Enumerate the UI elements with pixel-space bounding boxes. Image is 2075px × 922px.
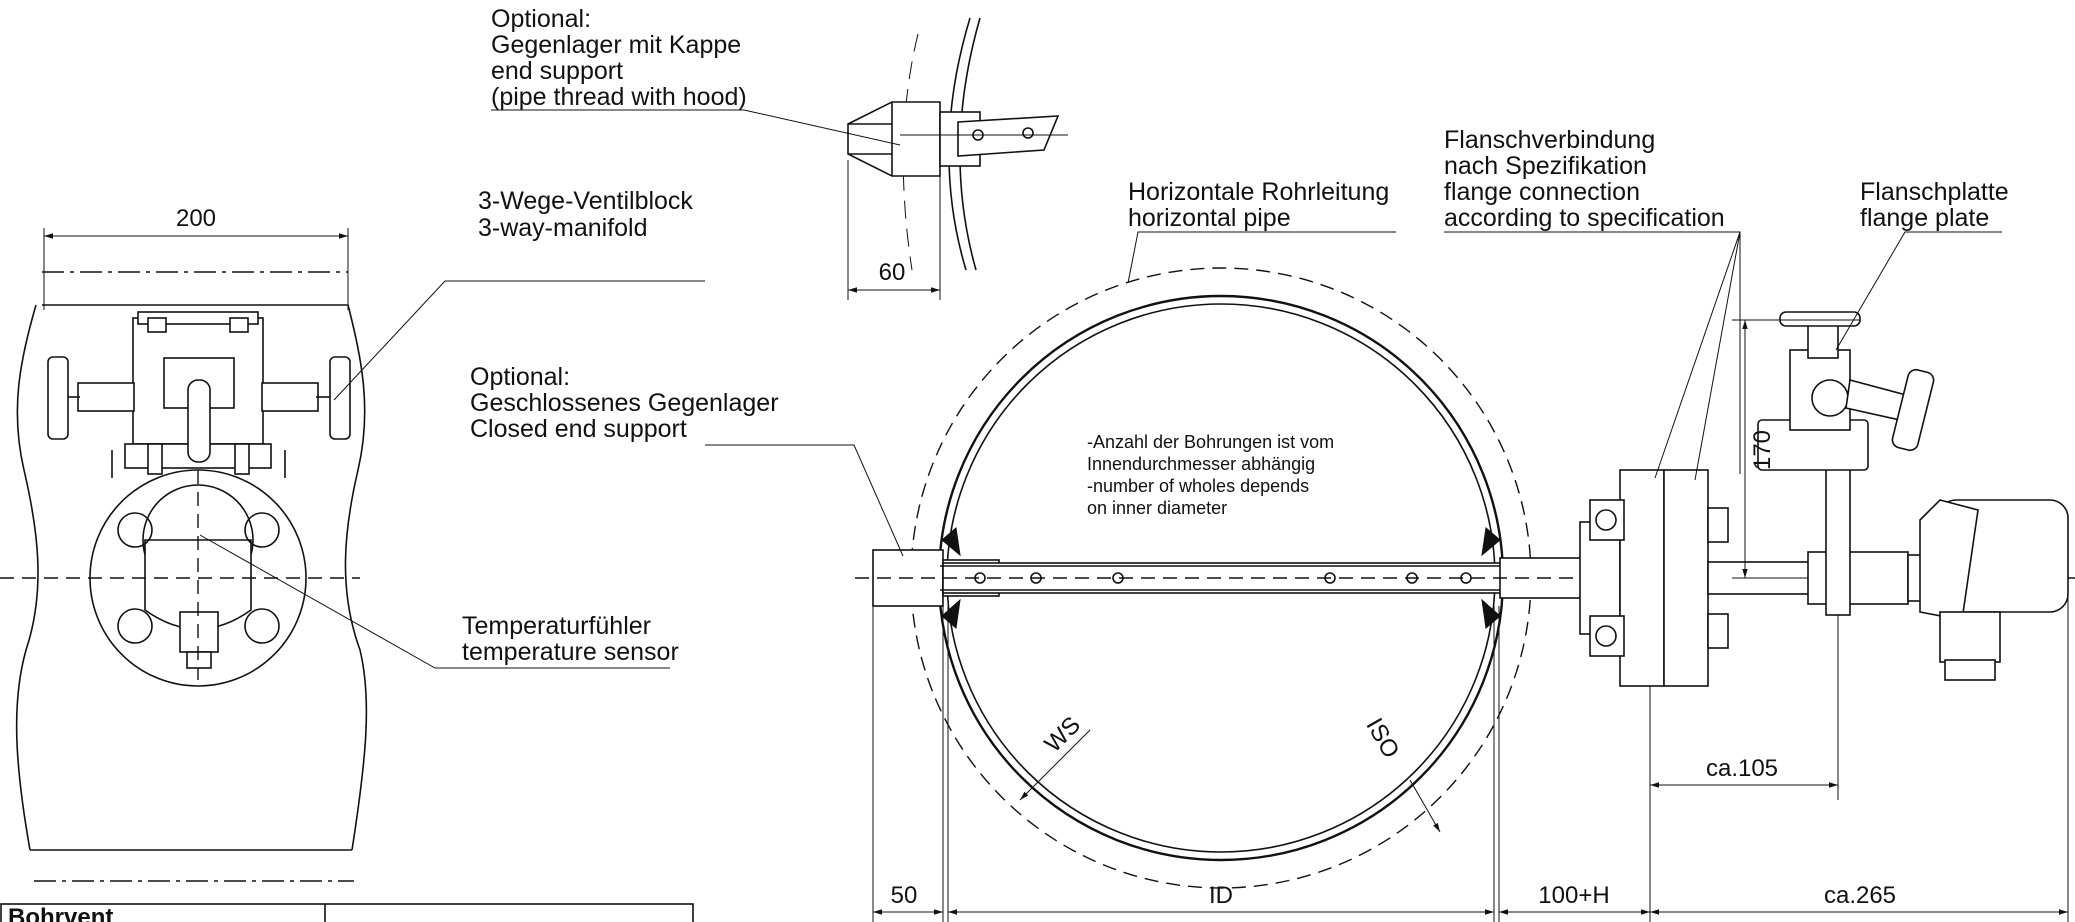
dim-ca105: ca.105 [1706, 755, 1778, 782]
bore-note: -Anzahl der Bohrungen ist vom Innendurch… [1087, 432, 1334, 518]
label-flange-plate: Flanschplatte flange plate [1860, 178, 2009, 232]
svg-text:horizontal pipe: horizontal pipe [1128, 204, 1291, 232]
svg-text:3-Wege-Ventilblock: 3-Wege-Ventilblock [478, 187, 693, 215]
dim-170: 170 [1749, 430, 1776, 470]
title-block-heading: Bohrvent [8, 904, 113, 922]
dim-60: 60 [879, 259, 906, 286]
svg-text:(pipe thread with hood): (pipe thread with hood) [491, 83, 747, 111]
dim-ca265: ca.265 [1824, 882, 1896, 909]
main-section-view: 170 ca.105 50 ID 100+H ca.265 WS ISO [705, 231, 2075, 922]
end-support-detail: 60 [743, 17, 1068, 300]
svg-text:Innendurchmesser abhängig: Innendurchmesser abhängig [1087, 454, 1315, 474]
svg-text:Gegenlager mit Kappe: Gegenlager mit Kappe [491, 31, 741, 59]
svg-text:flange connection: flange connection [1444, 178, 1640, 206]
svg-text:temperature sensor: temperature sensor [462, 638, 679, 666]
flange-right [1663, 469, 1709, 687]
handwheel-right [329, 356, 351, 440]
dim-ws: WS [1039, 711, 1085, 757]
svg-text:-number of wholes depends: -number of wholes depends [1087, 476, 1309, 496]
label-manifold: 3-Wege-Ventilblock 3-way-manifold [478, 187, 693, 242]
svg-text:Flanschverbindung: Flanschverbindung [1444, 126, 1655, 154]
title-block: Bohrvent [0, 903, 694, 922]
svg-text:-Anzahl der Bohrungen ist vom: -Anzahl der Bohrungen ist vom [1087, 432, 1334, 452]
svg-text:Geschlossenes Gegenlager: Geschlossenes Gegenlager [470, 389, 779, 417]
svg-text:Temperaturfühler: Temperaturfühler [462, 612, 651, 640]
svg-text:Flanschplatte: Flanschplatte [1860, 178, 2009, 206]
svg-text:Optional:: Optional: [470, 363, 570, 391]
flange-left [1619, 469, 1665, 687]
svg-text:Horizontale Rohrleitung: Horizontale Rohrleitung [1128, 178, 1389, 206]
dim-100h: 100+H [1538, 882, 1609, 909]
side-view: 200 [0, 205, 705, 882]
pipe-break-left [15, 304, 39, 851]
svg-text:flange plate: flange plate [1860, 204, 1989, 232]
label-flange-connection: Flanschverbindung nach Spezifikation fla… [1444, 126, 1725, 232]
label-closed-end-support: Optional: Geschlossenes Gegenlager Close… [470, 363, 779, 443]
dim-50: 50 [891, 882, 918, 909]
dim-iso: ISO [1360, 714, 1404, 763]
handwheel-left [47, 356, 69, 440]
label-temperature-sensor: Temperaturfühler temperature sensor [462, 612, 679, 666]
label-end-support-hood: Optional: Gegenlager mit Kappe end suppo… [491, 5, 747, 111]
pipe-break-right [344, 304, 368, 851]
svg-text:Closed end support: Closed end support [470, 415, 687, 443]
svg-text:3-way-manifold: 3-way-manifold [478, 214, 648, 242]
svg-text:end support: end support [491, 57, 623, 85]
svg-text:Optional:: Optional: [491, 5, 591, 33]
dim-id: ID [1209, 882, 1233, 909]
svg-text:on inner diameter: on inner diameter [1087, 498, 1227, 518]
label-horizontal-pipe: Horizontale Rohrleitung horizontal pipe [1128, 178, 1389, 232]
svg-text:nach Spezifikation: nach Spezifikation [1444, 152, 1647, 180]
dim-200: 200 [176, 205, 216, 232]
svg-text:according to specification: according to specification [1444, 204, 1725, 232]
